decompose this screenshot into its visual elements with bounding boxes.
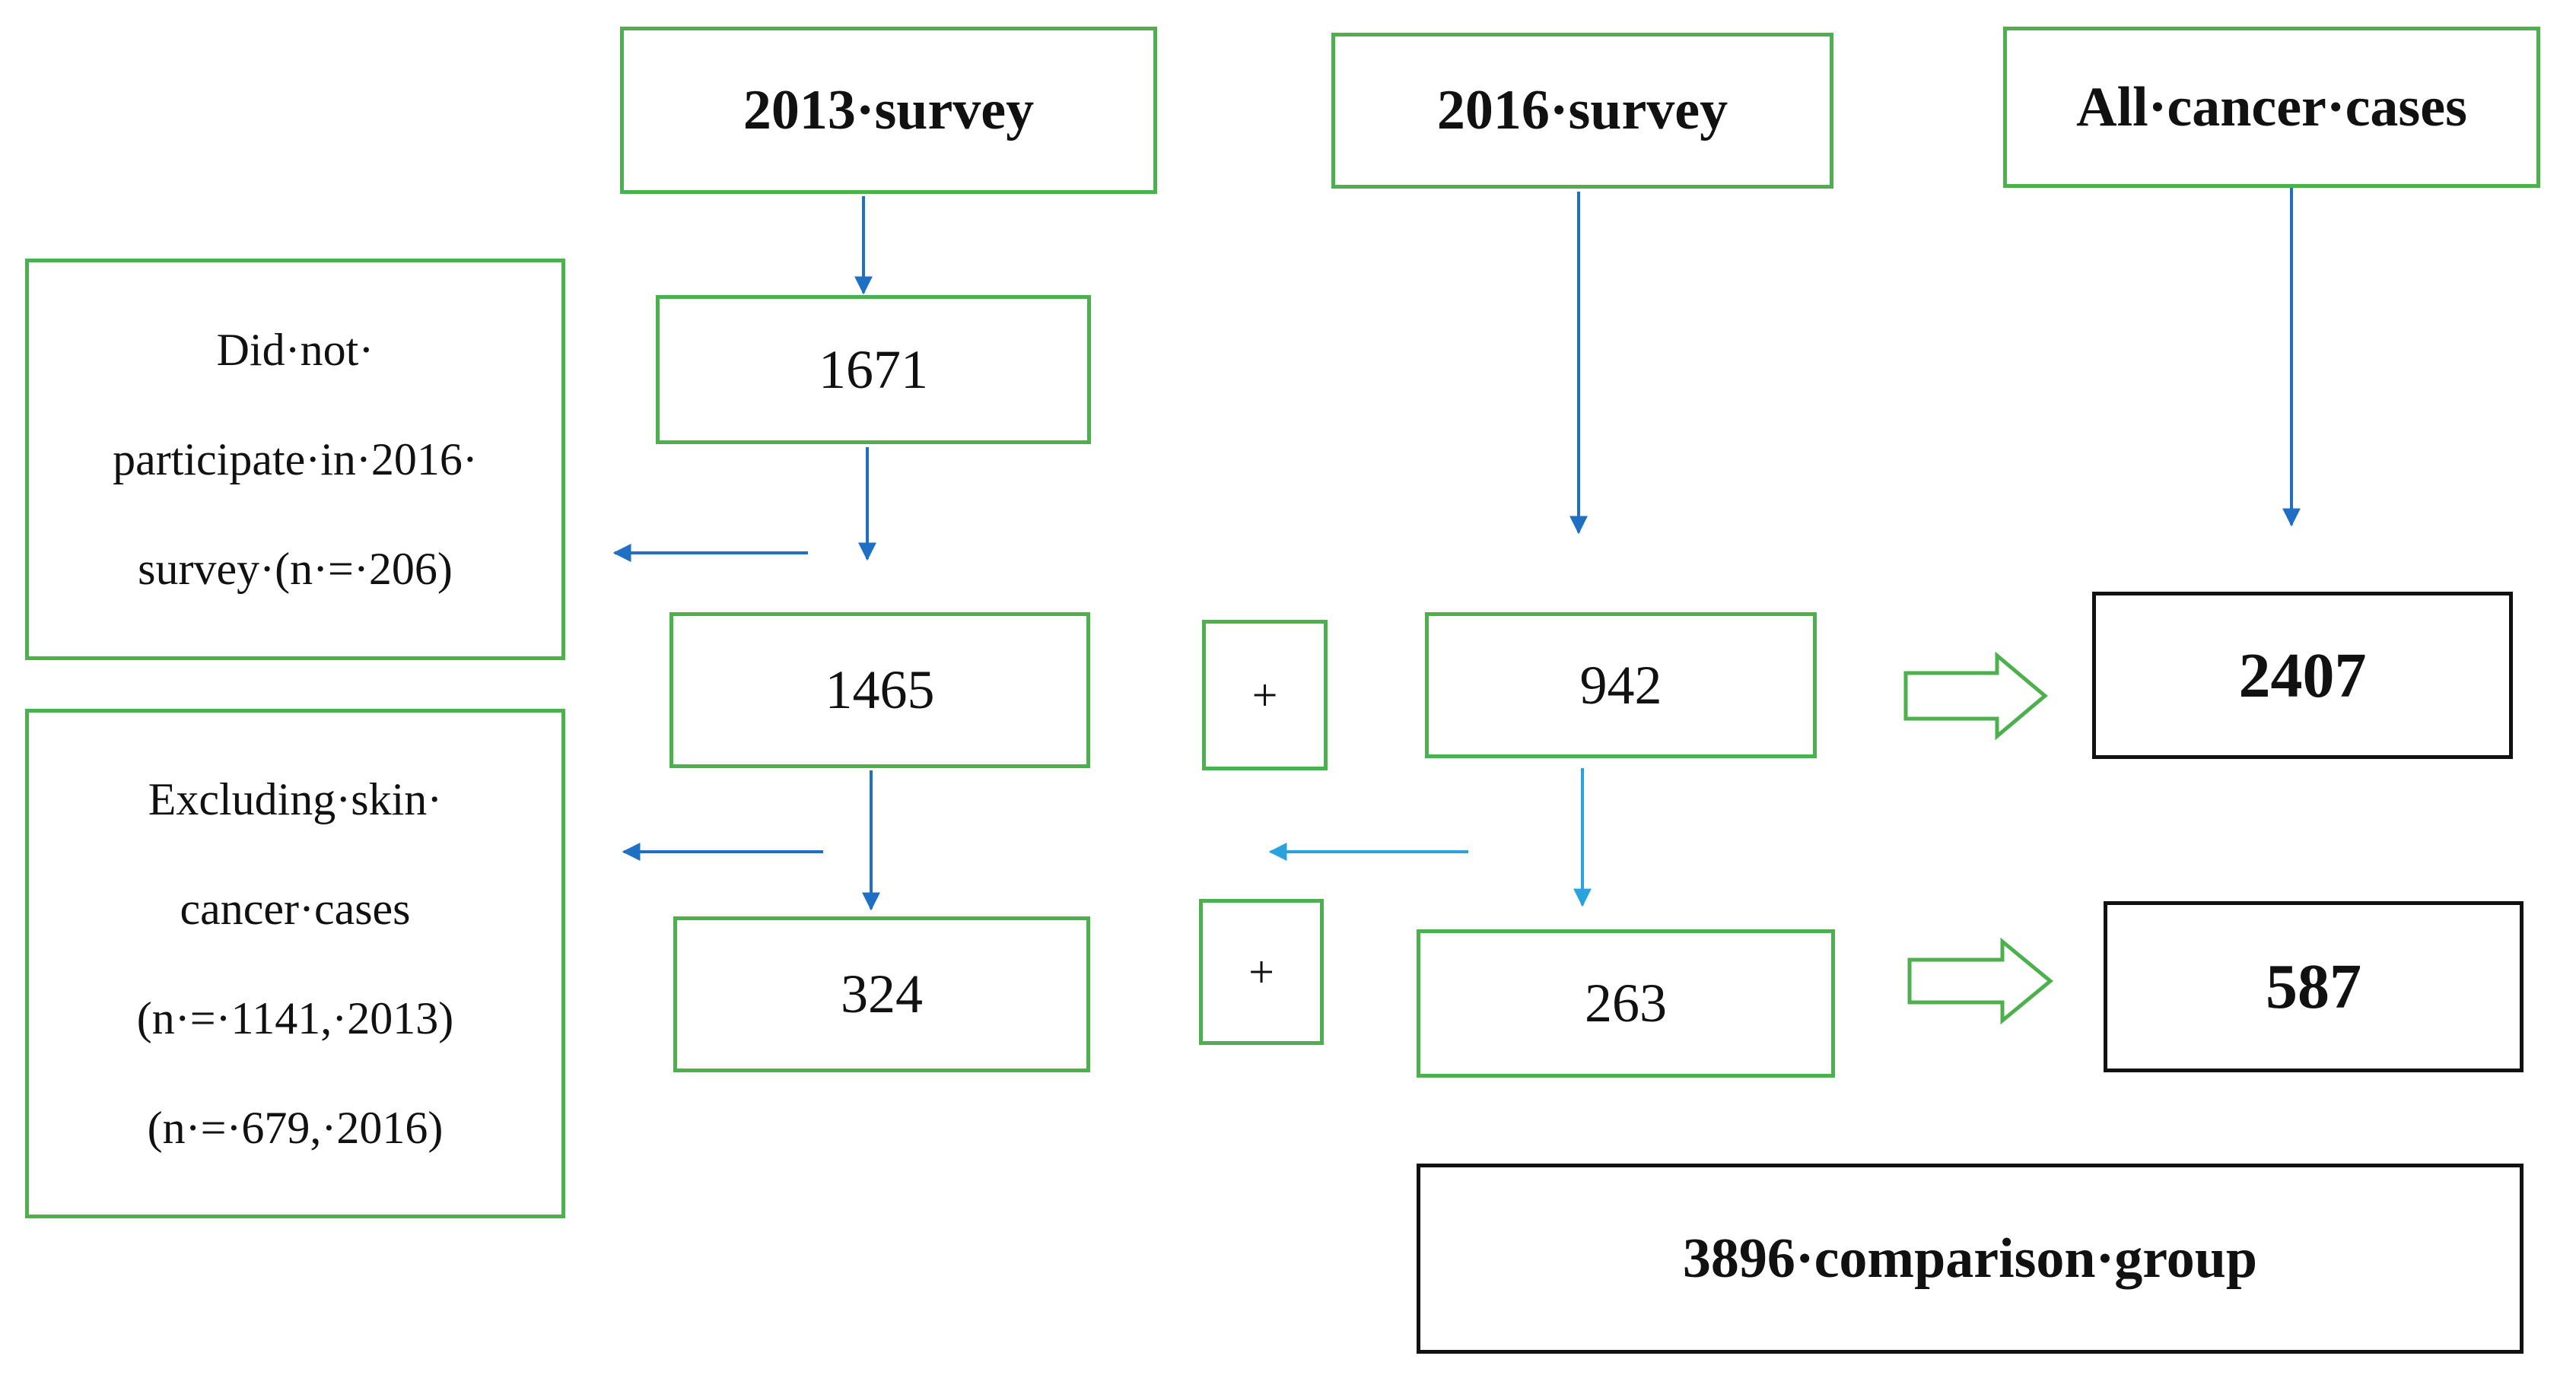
hollow-arrow-to-587 <box>1907 937 2053 1025</box>
survey-2013-box: 2013·survey <box>620 27 1157 194</box>
comparison-group-label: 3896·comparison·group <box>1682 1227 2258 1290</box>
count-324: 324 <box>841 964 923 1024</box>
count-263-box: 263 <box>1417 929 1835 1078</box>
survey-2013-label: 2013·survey <box>743 78 1035 141</box>
plus-bottom-box: + <box>1199 899 1324 1045</box>
all-cancer-label: All·cancer·cases <box>2076 75 2467 138</box>
excluding-skin-line3: (n·=·1141,·2013) <box>136 993 454 1043</box>
total-587: 587 <box>2266 951 2361 1022</box>
did-not-participate-line3: survey·(n·=·206) <box>138 544 453 594</box>
plus-top: + <box>1251 669 1278 720</box>
comparison-group-box: 3896·comparison·group <box>1417 1164 2524 1354</box>
count-942-box: 942 <box>1425 612 1817 758</box>
count-1671-box: 1671 <box>656 295 1091 444</box>
excluding-skin-line4: (n·=·679,·2016) <box>147 1103 444 1153</box>
did-not-participate-line1: Did·not· <box>216 325 374 375</box>
count-942: 942 <box>1579 654 1662 716</box>
did-not-participate-box: Did·not· participate·in·2016· survey·(n·… <box>25 259 565 660</box>
did-not-participate-line2: participate·in·2016· <box>113 434 478 484</box>
count-1465-box: 1465 <box>669 612 1090 768</box>
count-1465: 1465 <box>825 659 935 720</box>
plus-top-box: + <box>1202 620 1328 770</box>
count-263: 263 <box>1585 973 1667 1034</box>
total-587-box: 587 <box>2104 901 2524 1072</box>
total-2407: 2407 <box>2238 640 2367 711</box>
survey-2016-box: 2016·survey <box>1331 33 1833 189</box>
total-2407-box: 2407 <box>2092 592 2513 759</box>
excluding-skin-box: Excluding·skin· cancer·cases (n·=·1141,·… <box>25 709 565 1218</box>
excluding-skin-line2: cancer·cases <box>180 884 411 934</box>
count-1671: 1671 <box>819 338 928 400</box>
plus-bottom: + <box>1248 946 1274 997</box>
hollow-arrow-to-2407 <box>1903 651 2048 741</box>
excluding-skin-line1: Excluding·skin· <box>148 774 443 824</box>
all-cancer-box: All·cancer·cases <box>2003 27 2540 188</box>
survey-2016-label: 2016·survey <box>1436 79 1728 141</box>
count-324-box: 324 <box>673 916 1090 1072</box>
